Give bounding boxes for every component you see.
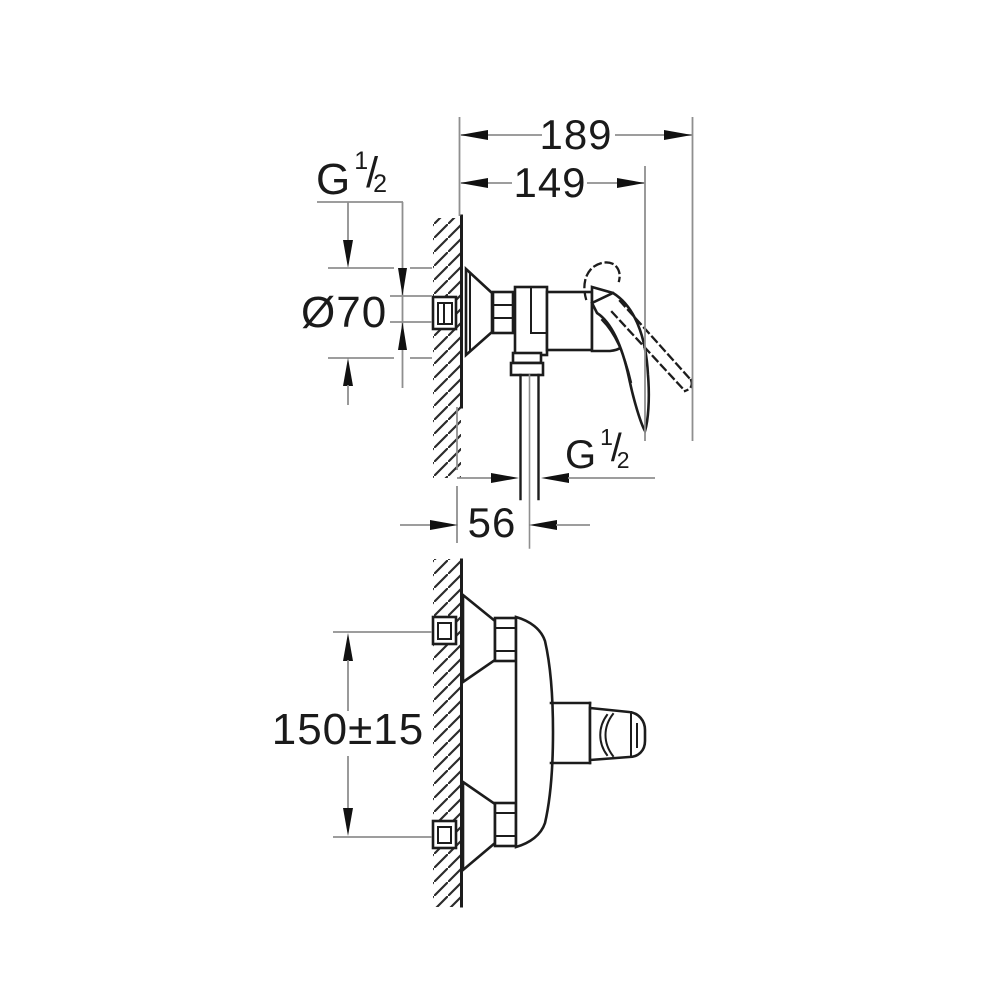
front-view (431, 558, 647, 908)
dim-label-diameter-70: Ø70 (301, 288, 388, 337)
thread-numerator: 1 (354, 147, 369, 175)
inlet-fitting-side (431, 295, 458, 331)
dim-diameter-70 (328, 202, 432, 405)
dim-label-149: 149 (513, 159, 587, 206)
wall-hatch-front-view (433, 559, 461, 907)
thread-slash: / (366, 149, 379, 197)
shower-outlet-pipe (509, 351, 545, 549)
handle-front (549, 701, 647, 765)
dim-g-half-top (317, 201, 432, 388)
thread-slash: / (610, 427, 622, 470)
side-view (431, 214, 693, 549)
dim-56 (400, 520, 590, 530)
dim-g-half-bottom (456, 407, 655, 543)
thread-letter: G (565, 433, 597, 477)
thread-numerator: 1 (600, 424, 613, 450)
dim-label-g-half-bottom: G 1 / 2 (565, 426, 630, 477)
valve-body-front (514, 615, 555, 849)
dim-149 (460, 178, 645, 188)
dim-150 (333, 631, 432, 838)
thread-denominator: 2 (616, 447, 630, 473)
escutcheon-side (464, 266, 494, 358)
dimension-lines (317, 117, 694, 838)
handle-lever-dashed (583, 261, 693, 393)
upper-inlet-front (431, 592, 518, 685)
connection-nut-side (491, 290, 515, 335)
dim-label-56: 56 (467, 499, 517, 546)
dim-189 (460, 130, 692, 140)
dim-label-150: 150±15 (271, 705, 425, 754)
dim-label-g-half-top: G 1 / 2 (316, 149, 387, 204)
thread-letter: G (316, 155, 351, 204)
dim-label-189: 189 (539, 111, 613, 158)
valve-body-side (513, 285, 594, 357)
thread-denominator: 2 (373, 170, 387, 198)
handle-lever-side (590, 285, 651, 435)
